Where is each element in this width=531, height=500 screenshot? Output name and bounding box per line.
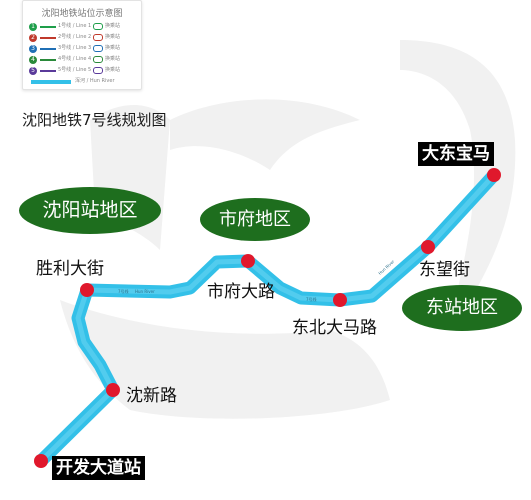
legend-line-number: 4	[29, 56, 37, 64]
line-7-inner	[38, 172, 497, 464]
district-shifu: 市府地区	[200, 198, 310, 241]
legend: 沈阳地铁站位示意图 1 1号线 / Line 1 换乘站 2 2号线 / Lin…	[22, 0, 142, 90]
legend-transfer-icon	[93, 23, 103, 30]
station-label-dongbei-dalu[interactable]: 东北大马路	[292, 318, 377, 338]
legend-line-label: 4号线 / Line 4	[58, 56, 92, 62]
station-label-dadong-baoma[interactable]: 大东宝马	[418, 142, 494, 166]
legend-transfer-icon	[93, 45, 103, 52]
legend-transfer-label: 换乘站	[105, 67, 121, 73]
legend-transfer-label: 换乘站	[105, 56, 121, 62]
station-dot-dadong-baoma[interactable]	[487, 168, 501, 182]
station-label-shifu-dalu[interactable]: 市府大路	[207, 282, 275, 302]
legend-river-label: 浑河 / Hun River	[75, 78, 115, 84]
legend-line-bar	[40, 26, 56, 28]
station-dot-kaifa-dadao[interactable]	[34, 454, 48, 468]
legend-line-bar	[40, 59, 56, 61]
district-label: 沈阳站地区	[42, 199, 138, 221]
legend-line-bar	[40, 37, 56, 39]
legend-transfer-label: 换乘站	[105, 34, 121, 40]
legend-line-label: 5号线 / Line 5	[58, 67, 92, 73]
station-dot-dongbei-dalu[interactable]	[333, 293, 347, 307]
background-blob-right	[400, 40, 516, 300]
district-label: 东站地区	[426, 297, 498, 318]
line-segment-label-3: 7号线	[306, 296, 317, 302]
station-label-kaifa-dadao[interactable]: 开发大道站	[52, 456, 145, 480]
station-dot-shenxin-lu[interactable]	[106, 383, 120, 397]
district-dongzhan: 东站地区	[402, 285, 522, 331]
legend-transfer-label: 换乘站	[105, 23, 121, 29]
legend-transfer-icon	[93, 56, 103, 63]
map-title: 沈阳地铁7号线规划图	[22, 111, 167, 129]
legend-line-number: 5	[29, 67, 37, 75]
legend-river-bar	[31, 80, 71, 84]
background-blob-center	[170, 99, 360, 170]
legend-row-line-5: 5 5号线 / Line 5 换乘站	[29, 67, 137, 75]
legend-row-line-3: 3 3号线 / Line 3 换乘站	[29, 45, 137, 53]
station-dot-dongwang-jie[interactable]	[421, 240, 435, 254]
legend-transfer-label: 换乘站	[105, 45, 121, 51]
legend-line-bar	[40, 48, 56, 50]
legend-row-river: 浑河 / Hun River	[29, 78, 137, 86]
station-dot-shengli-dajie[interactable]	[80, 283, 94, 297]
legend-line-label: 2号线 / Line 2	[58, 34, 92, 40]
legend-line-number: 1	[29, 23, 37, 31]
legend-line-number: 3	[29, 45, 37, 53]
legend-title: 沈阳地铁站位示意图	[41, 9, 123, 19]
station-label-shenxin-lu[interactable]: 沈新路	[126, 386, 177, 406]
legend-line-label: 3号线 / Line 3	[58, 45, 92, 51]
station-dot-shifu-dalu[interactable]	[241, 254, 255, 268]
legend-line-number: 2	[29, 34, 37, 42]
line-segment-label-2: Hun River	[135, 289, 155, 294]
district-shenyang-station: 沈阳站地区	[19, 187, 161, 234]
legend-line-bar	[40, 70, 56, 72]
background-blob-bottom	[60, 300, 390, 419]
legend-line-label: 1号线 / Line 1	[58, 23, 92, 29]
line-segment-label-1: 7号线	[118, 288, 129, 294]
legend-transfer-icon	[93, 67, 103, 74]
station-label-dongwang-jie[interactable]: 东望街	[419, 260, 470, 280]
legend-transfer-icon	[93, 34, 103, 41]
district-label: 市府地区	[219, 209, 291, 230]
legend-row-line-1: 1 1号线 / Line 1 换乘站	[29, 23, 137, 31]
legend-row-line-4: 4 4号线 / Line 4 换乘站	[29, 56, 137, 64]
legend-row-line-2: 2 2号线 / Line 2 换乘站	[29, 34, 137, 42]
station-label-shengli-dajie[interactable]: 胜利大街	[36, 259, 104, 279]
